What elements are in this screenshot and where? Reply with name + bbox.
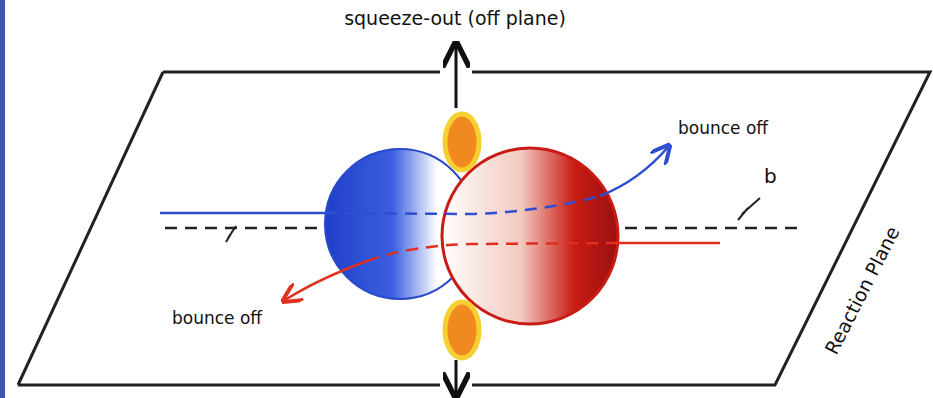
target-track: [618, 242, 720, 245]
reaction-plane: [18, 72, 930, 385]
impact-mark: [226, 226, 236, 242]
target-nucleus: [442, 148, 618, 324]
axis-label: squeeze-out (off plane): [344, 8, 566, 29]
projectile-track: [325, 196, 600, 214]
edge-bar: [0, 0, 5, 398]
plane-edge: [18, 72, 163, 385]
impact-parameter: b: [764, 165, 777, 187]
bounce-arrow: [600, 147, 668, 196]
target-track: [370, 243, 618, 260]
impact-leader: [738, 198, 760, 220]
bounce-label: bounce off: [172, 309, 262, 328]
participant-blob: [445, 114, 479, 170]
participant-blob: [445, 302, 479, 358]
squeeze-arrow: [455, 360, 458, 394]
bounce-label: bounce off: [678, 119, 768, 138]
projectile-track: [160, 212, 325, 215]
squeeze-arrow: [455, 46, 458, 108]
bounce-arrow: [285, 260, 370, 300]
plane-label: Reaction Plane: [821, 223, 903, 358]
